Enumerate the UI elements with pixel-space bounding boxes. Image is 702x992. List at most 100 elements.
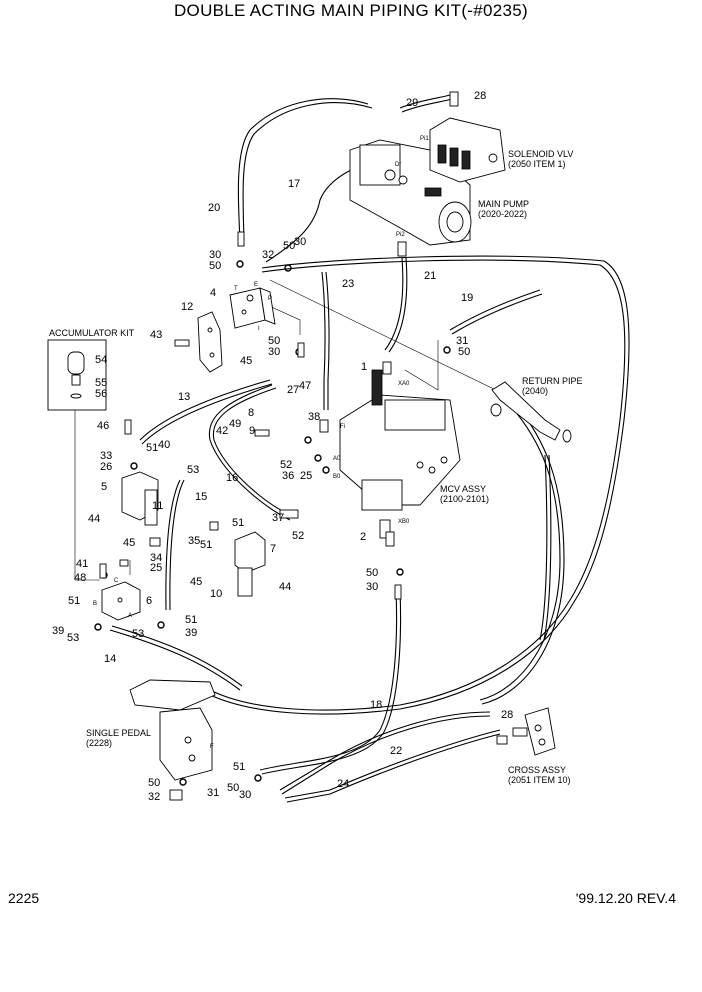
- callout-37: 37: [272, 512, 284, 524]
- callout-46: 46: [97, 420, 109, 432]
- callout-53: 53: [67, 632, 79, 644]
- accumulator-kit-label: ACCUMULATOR KIT: [49, 328, 135, 338]
- callout-39: 39: [52, 625, 64, 637]
- callout-2: 2: [360, 531, 366, 543]
- main-pump-label: MAIN PUMP: [478, 199, 529, 209]
- callout-20: 20: [208, 202, 220, 214]
- callout-18: 18: [370, 699, 382, 711]
- callout-28: 28: [474, 90, 486, 102]
- callout-55: 55: [95, 377, 107, 389]
- callout-8: 8: [248, 407, 254, 419]
- callout-50: 50: [227, 782, 239, 794]
- single-pedal-label: SINGLE PEDAL: [86, 728, 151, 738]
- callout-51: 51: [200, 539, 212, 551]
- callout-numbers: 1245678910111213141516171819202122232425…: [52, 90, 513, 803]
- callout-32: 32: [148, 791, 160, 803]
- callout-16: 16: [226, 472, 238, 484]
- callout-22: 22: [390, 745, 402, 757]
- callout-47: 47: [299, 380, 311, 392]
- callout-29: 29: [406, 97, 418, 109]
- callout-13: 13: [178, 391, 190, 403]
- port-label-pi2: Pi2: [396, 232, 405, 238]
- callout-23: 23: [342, 278, 354, 290]
- callout-42: 42: [216, 425, 228, 437]
- callout-52: 52: [280, 459, 292, 471]
- callout-12: 12: [181, 301, 193, 313]
- callout-53: 53: [187, 464, 199, 476]
- block-4: [229, 287, 276, 329]
- callout-50: 50: [366, 567, 378, 579]
- callout-50: 50: [268, 335, 280, 347]
- callout-45: 45: [123, 537, 135, 549]
- callout-30: 30: [268, 346, 280, 358]
- callout-24: 24: [337, 778, 349, 790]
- port-label-t: T: [234, 286, 238, 292]
- return-pipe-label: RETURN PIPE: [522, 376, 583, 386]
- mcv-assy-ref: (2100-2101): [440, 494, 489, 504]
- cross-assy-label: CROSS ASSY: [508, 765, 566, 775]
- return-pipe-ref: (2040): [522, 386, 548, 396]
- callout-45: 45: [190, 576, 202, 588]
- callout-49: 49: [229, 418, 241, 430]
- block-7: [234, 531, 266, 597]
- callout-36: 36: [282, 470, 294, 482]
- port-label-fi: Fi: [340, 424, 345, 430]
- block-5: [121, 471, 159, 526]
- callout-15: 15: [195, 491, 207, 503]
- port-label-c: C: [114, 578, 119, 584]
- port-label-a: A: [128, 613, 132, 619]
- callout-51: 51: [146, 442, 158, 454]
- callout-45: 45: [240, 355, 252, 367]
- port-labels: Pi2 XA0 XB0 Fi A0 B0 T P A B C E F I Dr …: [93, 136, 429, 750]
- callout-50: 50: [209, 260, 221, 272]
- accumulator-kit: [47, 339, 107, 411]
- callout-32: 32: [262, 249, 274, 261]
- solenoid-valve: [429, 117, 506, 183]
- callout-21: 21: [424, 270, 436, 282]
- callout-33: 33: [100, 450, 112, 462]
- callout-25: 25: [150, 562, 162, 574]
- callout-30: 30: [239, 789, 251, 801]
- callout-50: 50: [283, 240, 295, 252]
- port-label-b0: B0: [333, 474, 341, 480]
- callout-51: 51: [232, 517, 244, 529]
- main-pump-ref: (2020-2022): [478, 209, 527, 219]
- callout-10: 10: [210, 588, 222, 600]
- mcv-assembly: [339, 361, 461, 539]
- page-title: DOUBLE ACTING MAIN PIPING KIT(-#0235): [173, 1, 528, 20]
- solenoid-vlv-ref: (2050 ITEM 1): [508, 159, 566, 169]
- callout-28: 28: [501, 709, 513, 721]
- block-6: [101, 581, 141, 621]
- callout-31: 31: [207, 787, 219, 799]
- callout-31: 31: [456, 335, 468, 347]
- callout-48: 48: [74, 572, 86, 584]
- callout-17: 17: [288, 178, 300, 190]
- single-pedal: [129, 679, 216, 781]
- callout-56: 56: [95, 388, 107, 400]
- port-label-b: B: [93, 601, 97, 607]
- page-number: 2225: [8, 890, 40, 906]
- cross-assembly: [512, 707, 556, 756]
- callout-50: 50: [148, 777, 160, 789]
- callout-54: 54: [95, 354, 107, 366]
- callout-9: 9: [249, 425, 255, 437]
- callout-38: 38: [308, 411, 320, 423]
- callout-30: 30: [294, 236, 306, 248]
- callout-34: 34: [150, 552, 162, 564]
- bracket-12: [197, 311, 223, 373]
- callout-51: 51: [185, 614, 197, 626]
- callout-11: 11: [152, 500, 163, 512]
- callout-6: 6: [146, 595, 152, 607]
- callout-25: 25: [300, 470, 312, 482]
- callout-30: 30: [209, 249, 221, 261]
- callout-19: 19: [461, 292, 473, 304]
- port-label-xa0: XA0: [398, 381, 410, 387]
- port-label-f: F: [210, 744, 214, 750]
- callout-51: 51: [68, 595, 80, 607]
- hose-lines: [74, 94, 630, 803]
- fittings: [94, 91, 508, 801]
- callout-7: 7: [270, 543, 276, 555]
- callout-27: 27: [287, 384, 299, 396]
- callout-35: 35: [188, 535, 200, 547]
- revision-stamp: '99.12.20 REV.4: [575, 890, 676, 906]
